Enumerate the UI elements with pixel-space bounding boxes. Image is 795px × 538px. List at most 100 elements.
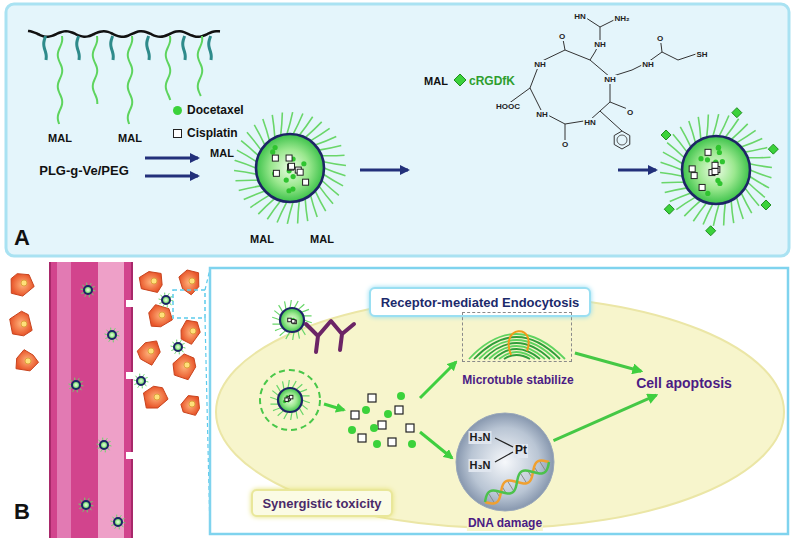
cisplatin-square <box>292 320 296 324</box>
chemical-bond <box>662 52 678 60</box>
text-holder: MAL <box>209 143 235 161</box>
process-arrow <box>360 169 408 172</box>
phenyl-ring <box>614 131 630 149</box>
docetaxel-dot <box>273 145 278 150</box>
peg-corona <box>292 381 296 388</box>
micelle <box>660 114 772 226</box>
peg-corona <box>719 116 729 137</box>
chemical-bond <box>580 14 600 27</box>
chemical-label: H₃N <box>469 459 492 472</box>
peg-chain <box>93 36 98 104</box>
chemical-label: NH <box>535 110 549 119</box>
peg-corona <box>284 412 288 419</box>
peg-corona <box>280 330 286 335</box>
ve-chain <box>183 36 186 60</box>
text-holder: MAL <box>47 128 73 146</box>
part-label: PLG-g-Ve/PEG <box>38 164 130 179</box>
chemical-label: HN <box>573 12 587 21</box>
cisplatin-square <box>378 421 386 429</box>
dna-strand <box>485 461 549 504</box>
microtubule <box>484 343 550 359</box>
cell-nucleus <box>151 278 157 284</box>
peg-corona <box>749 164 772 168</box>
process-arrow <box>618 169 656 172</box>
docetaxel-dot <box>286 188 291 193</box>
process-arrow <box>145 175 198 178</box>
chemical-label: NH <box>533 60 547 69</box>
chemical-label: NH <box>603 75 617 84</box>
peg-corona <box>680 127 691 147</box>
ve-chain <box>44 36 47 60</box>
micelle-core <box>137 377 145 385</box>
cell-nucleus <box>159 312 165 318</box>
receptor <box>306 322 330 352</box>
node-label: Microtuble stabilize <box>461 374 574 388</box>
peg-corona <box>285 301 286 309</box>
panel-letter: A <box>13 225 31 250</box>
peg-corona <box>250 195 269 207</box>
chemical-bond <box>590 52 595 60</box>
dna-rung <box>528 471 532 478</box>
peg-chain <box>58 36 62 124</box>
text-holder: PLG-g-Ve/PEG <box>38 161 130 179</box>
cisplatin-square <box>297 169 303 175</box>
text-holder: O <box>561 133 569 151</box>
micelle-core <box>256 134 324 202</box>
cisplatin-square <box>289 395 293 399</box>
cell-nucleus <box>184 362 190 368</box>
peg-corona <box>286 332 290 339</box>
peg-corona <box>665 188 687 193</box>
dna-rung <box>534 467 538 474</box>
text-holder: MAL <box>117 128 143 146</box>
polymer-backbone <box>28 31 220 37</box>
micelle-core <box>278 388 302 412</box>
peg-corona <box>305 198 308 221</box>
chemical-bond <box>562 34 565 50</box>
node-label: Cell apoptosis <box>636 375 732 391</box>
chemical-label: O <box>626 108 634 117</box>
micelle <box>97 438 112 453</box>
chemical-bond <box>595 42 600 52</box>
peg-corona <box>324 168 345 176</box>
dna-rung <box>488 492 495 503</box>
peg-corona <box>287 112 293 134</box>
node-shape <box>463 313 571 361</box>
ve-chain <box>147 36 150 60</box>
text-holder: NH <box>535 103 549 121</box>
docetaxel-dot <box>348 426 356 434</box>
text-holder: HN <box>583 111 597 129</box>
peg-corona <box>745 147 767 152</box>
cisplatin-square <box>368 394 376 402</box>
receptor <box>331 321 354 350</box>
docetaxel-dot <box>397 392 405 400</box>
cisplatin-square <box>273 170 279 176</box>
micelle-core <box>174 343 182 351</box>
phenyl-ring <box>617 135 627 145</box>
docetaxel-dot <box>373 440 381 448</box>
peg-corona <box>713 114 719 136</box>
microtubule <box>494 349 540 359</box>
peg-corona <box>310 195 317 217</box>
chemical-label: NH <box>641 60 655 69</box>
text-holder: NH <box>593 33 607 51</box>
peg-corona <box>278 410 284 415</box>
cisplatin-square <box>712 162 718 168</box>
legend-item: Cisplatin <box>173 127 239 141</box>
peg-corona <box>239 186 261 191</box>
chemical-label: O <box>558 32 566 41</box>
peg-corona <box>741 193 752 213</box>
docetaxel-dot <box>717 150 722 155</box>
peg-corona <box>298 201 300 224</box>
cisplatin-square <box>358 434 366 442</box>
peg-corona <box>277 202 287 223</box>
tumor-cell <box>173 354 196 380</box>
cisplatin-square <box>288 164 294 170</box>
chemical-bond <box>600 111 622 131</box>
docetaxel-dot <box>291 174 296 179</box>
tumor-cell <box>144 386 169 408</box>
docetaxel-dot <box>384 410 392 418</box>
vessel-gap <box>126 300 134 307</box>
process-box: Synergistic toxicity <box>251 489 392 517</box>
cell-nucleus <box>21 321 27 327</box>
